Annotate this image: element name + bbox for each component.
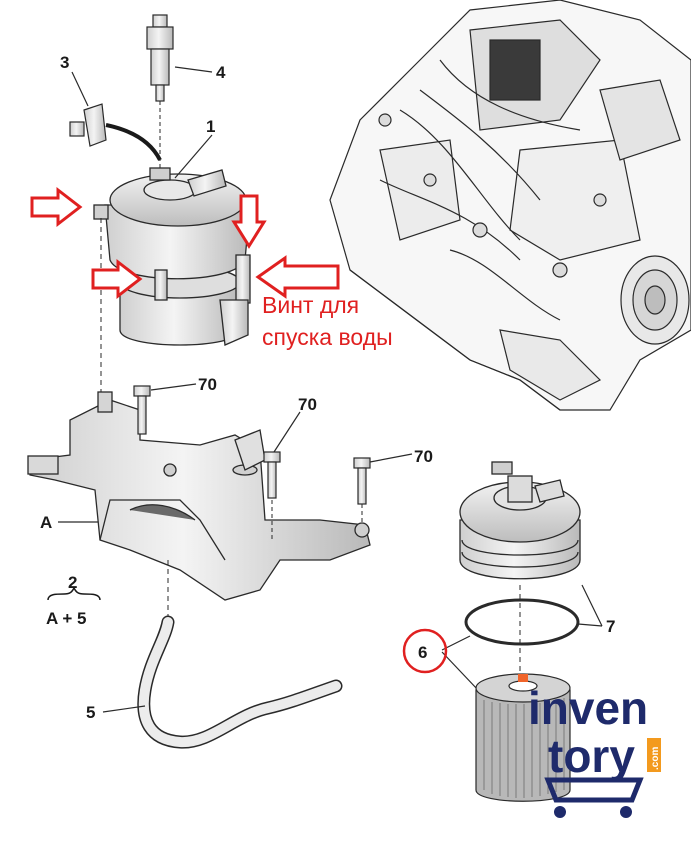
logo-text-tld: .com — [650, 747, 661, 770]
cart-icon — [544, 777, 644, 803]
logo-text-top: inven — [528, 682, 648, 734]
label-part-7: 7 — [606, 617, 615, 636]
arrow-right-top — [30, 186, 83, 228]
arrow-down — [231, 194, 267, 249]
filter-element-part-6 — [475, 673, 571, 802]
brace-symbol — [47, 586, 101, 601]
filter-cover-part-7 — [459, 461, 581, 580]
cart-wheel-right — [620, 806, 632, 818]
label-part-4: 4 — [216, 63, 226, 82]
label-part-1: 1 — [206, 117, 215, 136]
inventory-logo: inven tory .com — [528, 682, 661, 818]
highlight-circle-part-6 — [402, 628, 448, 674]
filter-housing-part-1 — [93, 167, 251, 346]
highlight-arrows — [30, 186, 340, 300]
label-bracket-a: A — [40, 513, 52, 532]
label-bolt-70-b: 70 — [298, 395, 317, 414]
label-part-5: 5 — [86, 703, 95, 722]
label-part-6: 6 — [418, 643, 427, 662]
label-bolt-70-c: 70 — [414, 447, 433, 466]
bracket-part-a — [27, 391, 371, 601]
drain-screw-annotation-line2: спуска воды — [262, 324, 393, 350]
cart-wheel-left — [554, 806, 566, 818]
logo-text-bottom: tory — [548, 730, 635, 782]
label-combo-a5: A + 5 — [46, 609, 86, 628]
logo-tld: .com — [647, 738, 661, 772]
engine-block-illustration — [329, 0, 691, 411]
label-part-2: 2 — [68, 573, 77, 592]
water-sensor-part-4 — [146, 14, 174, 102]
bolt-70-c — [353, 457, 371, 505]
connector-part-3 — [69, 103, 162, 161]
drain-screw-annotation-line1: Винт для — [262, 292, 360, 318]
bolt-70-b — [263, 451, 281, 499]
hose-part-5 — [137, 615, 343, 749]
arrow-left-screw — [255, 255, 340, 299]
seal-ring — [464, 598, 580, 646]
label-bolt-70-a: 70 — [198, 375, 217, 394]
bolt-70-a — [133, 385, 151, 435]
label-part-3: 3 — [60, 53, 69, 72]
arrow-right-lower — [91, 258, 143, 300]
